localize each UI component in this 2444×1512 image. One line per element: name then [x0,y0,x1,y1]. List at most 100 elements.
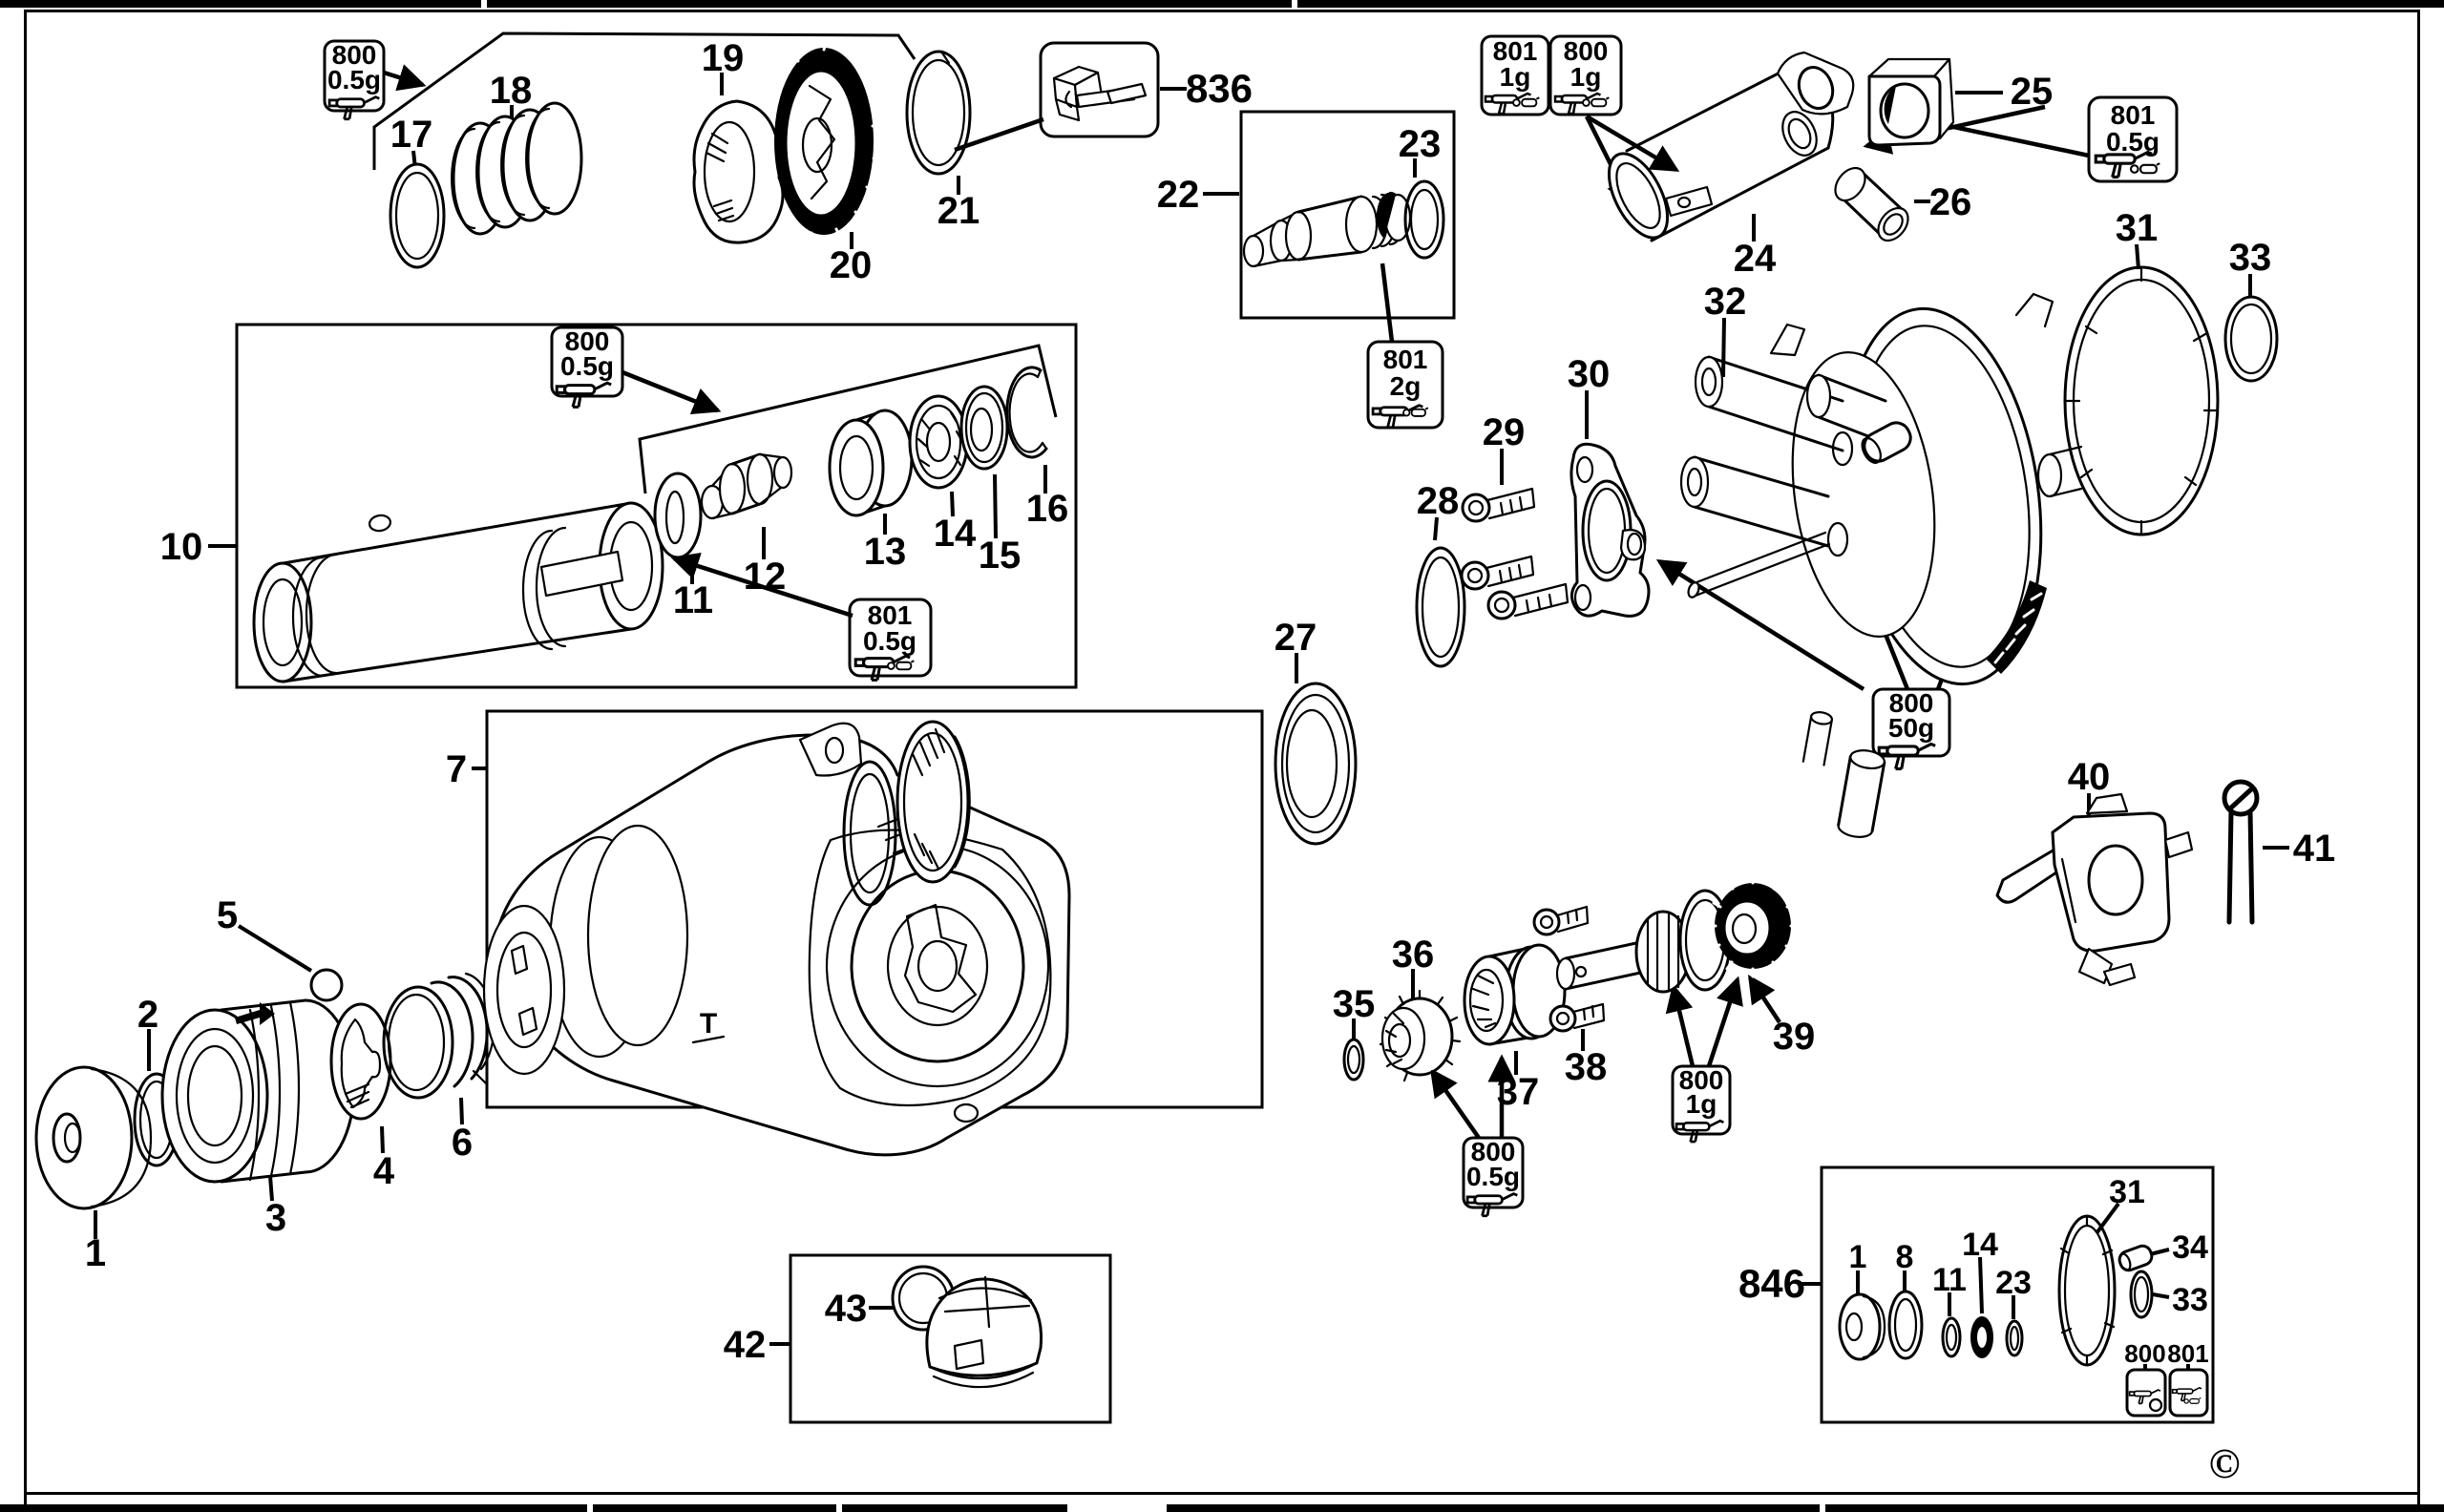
kit-part-11-washer [1941,1316,1962,1358]
service-kit-box-846 [1820,1166,2215,1424]
callout-801-2g: 801 2g [1366,340,1444,430]
part-label-27: 27 [1275,617,1317,659]
part-40-shift-bracket [1995,792,2194,987]
part-836-retainer [1052,65,1148,122]
part-32-cylinder-carrier [1679,292,2083,686]
part-20-ring-gear [759,40,888,243]
part-label-1: 1 [85,1232,106,1274]
kit-part-33-ring [2129,1270,2154,1319]
part-label-32: 32 [1704,281,1747,323]
svg-text:801: 801 [2111,100,2156,130]
assembly-box-22 [1239,110,1456,320]
part-drawings: T [34,40,2279,1389]
svg-text:0.5g: 0.5g [863,626,916,656]
part-label-4: 4 [373,1150,395,1192]
brand-T-marking: T [700,1008,717,1040]
kit-label-800: 800 [2124,1339,2165,1368]
kit-label-23: 23 [1995,1265,2032,1301]
part-label-36: 36 [1392,934,1435,976]
part-7-gear-housing: T [482,722,1071,1157]
svg-text:800: 800 [1679,1065,1724,1095]
part-label-42: 42 [724,1324,767,1366]
kit-label-801: 801 [2167,1339,2208,1368]
svg-text:1g: 1g [1500,62,1531,92]
part-label-19: 19 [702,37,745,79]
part-13-cylinder-ring [828,409,914,517]
part-label-10: 10 [160,526,203,568]
leader-lines [94,64,2289,1371]
part-35-small-o-ring [1342,1038,1365,1082]
part-33-o-ring [2223,295,2279,383]
kit-label-31: 31 [2109,1174,2145,1210]
part-42-dust-cap [925,1275,1043,1389]
grease-callouts: 800 0.5g 801 1g 800 1g 801 0.5g 801 2g 8… [323,34,2209,1418]
grease-dab-icon [2148,1397,2163,1413]
part-label-18: 18 [490,70,533,112]
svg-text:0.5g: 0.5g [327,65,381,94]
part-27-seal-ring [1274,682,1358,846]
part-3-chuck-sleeve [160,998,356,1184]
part-34-roll-pin [1861,421,1912,464]
part-39-spindle-gear-assembly [1555,711,1886,994]
svg-text:0.5g: 0.5g [560,351,614,381]
part-41-wire-spring [2222,779,2260,925]
part-5-ball [309,968,344,1002]
part-label-7: 7 [446,748,467,790]
kit-label-14: 14 [1962,1227,1998,1263]
kit-part-23-o-ring [2005,1319,2024,1357]
part-label-6: 6 [452,1122,473,1164]
callout-801-0.5g-box10: 801 0.5g [848,598,933,682]
part-label-2: 2 [137,994,158,1036]
part-label-26: 26 [1929,181,1972,223]
part-label-40: 40 [2068,756,2111,798]
part-label-37: 37 [1497,1071,1540,1113]
callout-800-0.5g-clutch: 800 0.5g [1462,1136,1525,1218]
part-label-12: 12 [744,556,787,598]
part-label-13: 13 [864,531,907,573]
part-4-retainer-washer [329,1002,392,1121]
part-label-38: 38 [1565,1046,1608,1088]
part-label-17: 17 [390,114,433,156]
part-10-piston-barrel [252,501,664,683]
part-22-ratchet-spindle [1242,191,1412,268]
bracket-line-17-21 [372,32,916,170]
kit-label-34: 34 [2172,1229,2208,1266]
svg-text:801: 801 [1493,36,1538,66]
callout-800-0.5g-top-left: 800 0.5g [323,39,386,121]
part-14-bearing [908,394,969,490]
part-label-33: 33 [2229,237,2272,279]
part-18-spring-stack [451,101,583,236]
part-17-seal-ring [389,162,446,269]
svg-text:0.5g: 0.5g [2106,127,2160,157]
group-boxes [235,32,2215,1424]
svg-text:0.5g: 0.5g [1466,1162,1520,1191]
grease-cartridge-icon [2183,1396,2202,1404]
svg-text:800: 800 [1471,1137,1516,1166]
part-label-28: 28 [1417,480,1460,522]
part-label-41: 41 [2293,828,2336,870]
kit-part-8-ring [1887,1290,1924,1360]
svg-text:50g: 50g [1888,713,1934,743]
callout-800-mini [2125,1368,2167,1418]
callout-800-50g: 800 50g [1871,687,1951,771]
part-8-o-ring [842,760,897,907]
callout-801-1g: 801 1g [1480,34,1550,116]
kit-part-31-ring [2057,1214,2117,1367]
kit-part-1-end-cap [1838,1292,1886,1361]
part-37-clutch-sleeve [1463,943,1567,1046]
part-26-pin-sleeve [1834,166,1909,242]
part-16-snap-ring [1005,366,1048,459]
svg-text:801: 801 [868,600,913,630]
part-label-15: 15 [979,535,1022,577]
assembly-box-10 [235,323,1078,689]
part-label-836: 836 [1186,66,1253,111]
page-label-partial: 21-1 [1079,1505,1155,1512]
part-30-bearing-flange [1570,442,1651,618]
part-label-35: 35 [1333,983,1376,1025]
part-label-24: 24 [1734,238,1777,280]
top-bar [0,0,2444,8]
svg-text:1g: 1g [1686,1089,1717,1119]
callout-801-mini [2168,1368,2209,1418]
